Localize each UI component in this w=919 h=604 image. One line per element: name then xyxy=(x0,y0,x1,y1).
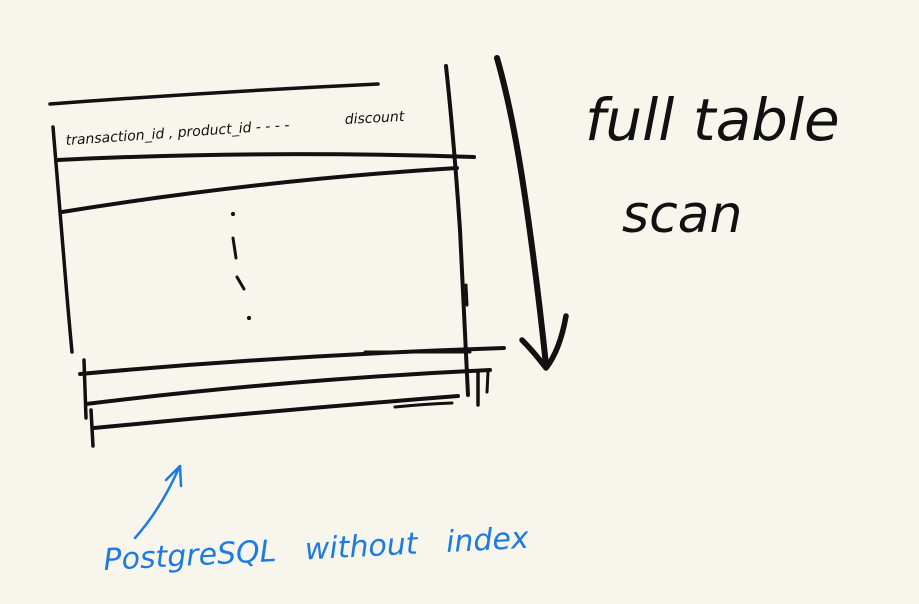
row-overlap-stroke-2 xyxy=(393,401,454,409)
ellipsis-dot-2 xyxy=(231,236,238,260)
lower-left-edge-2 xyxy=(89,408,95,448)
lower-right-edge-3 xyxy=(485,370,490,394)
lower-right-edge-1 xyxy=(464,283,469,307)
caption-pointer-shaft xyxy=(133,468,180,540)
annotation-scan: scan xyxy=(622,185,743,245)
lower-left-edge-1 xyxy=(82,358,88,420)
table-header-columns: transaction_id , product_id - - - - xyxy=(65,117,290,149)
annotation-full-table: full table xyxy=(585,86,840,154)
caption-text: PostgreSQL without index xyxy=(103,521,530,578)
scan-arrow xyxy=(494,55,569,371)
table-right-edge xyxy=(444,64,470,397)
scan-arrow-head xyxy=(519,313,569,371)
header-bottom-line xyxy=(56,152,476,162)
caption-pointer-arrow xyxy=(133,464,183,540)
table-sketch xyxy=(48,64,506,448)
table-header-discount: discount xyxy=(344,109,405,128)
row-divider-4 xyxy=(92,394,460,430)
table-top-border xyxy=(48,82,380,106)
ellipsis-dot-1 xyxy=(230,211,236,217)
caption-pointer-head xyxy=(164,464,183,488)
ellipsis-dot-3 xyxy=(235,275,246,291)
table-left-edge xyxy=(51,125,74,354)
row-divider-3 xyxy=(84,368,492,406)
scan-arrow-shaft xyxy=(494,55,549,368)
row-divider-2 xyxy=(78,346,506,376)
row-divider-1 xyxy=(60,166,459,214)
ellipsis-dot-4 xyxy=(246,315,252,321)
